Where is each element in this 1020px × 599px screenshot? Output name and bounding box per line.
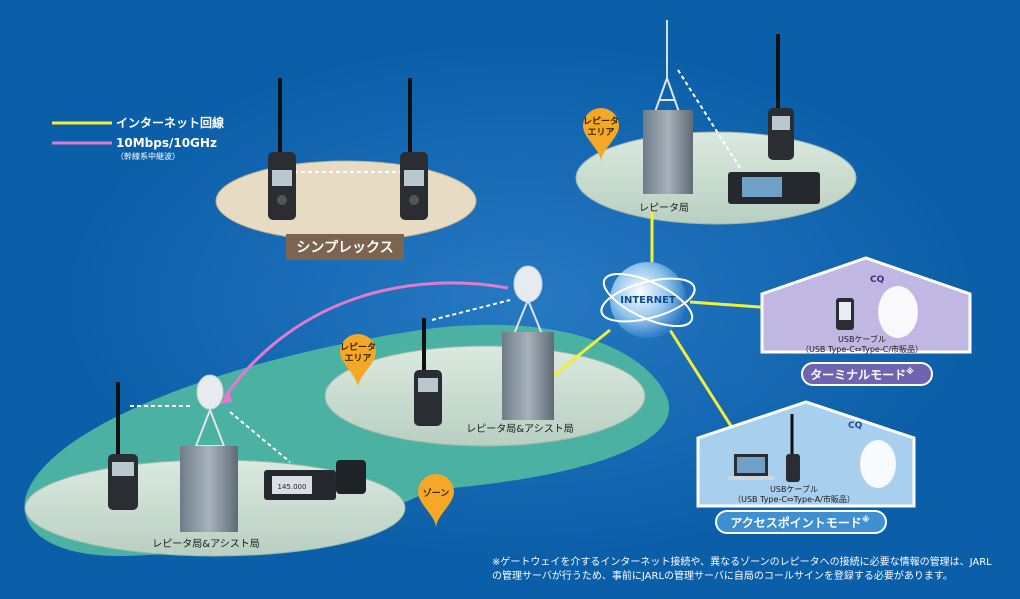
internet-globe: INTERNET (600, 262, 696, 338)
repeater-mid-area-pin-line2: エリア (344, 353, 371, 364)
terminal-mode-house: CQ USBケーブル （USB Type-C⇔Type-C/市販品） (760, 256, 972, 354)
repeater-mid-area-pin-line1: レピータ (340, 341, 376, 353)
repeater-top-mobile-rig (728, 172, 820, 204)
internet-globe-label: INTERNET (620, 295, 676, 306)
simplex-radio-left (268, 78, 296, 220)
footnote-line1: ※ゲートウェイを介するインターネット接続や、異なるゾーンのレピータへの接続に必要… (492, 557, 992, 568)
terminal-mode-title: ターミナルモード※ (810, 366, 914, 382)
access-point-badge (715, 510, 887, 534)
repeater-top-area-pin (583, 108, 619, 162)
repeater-mid-label: レピータ局&アシスト局 (466, 423, 573, 435)
terminal-cable: USBケーブル (838, 334, 886, 344)
footnote: ※ゲートウェイを介するインターネット接続や、異なるゾーンのレピータへの接続に必要… (492, 556, 1012, 584)
radio-display-freq: 145.000 (278, 483, 307, 491)
repeater-left-handheld (108, 382, 138, 510)
simplex-radio-right (400, 78, 428, 220)
access-point-cq: CQ (848, 421, 863, 431)
simplex-label-bg (286, 234, 404, 260)
legend: インターネット回線 10Mbps/10GHz （幹線系中継波） (52, 115, 224, 161)
footnote-line2: の管理サーバが行うため、事前にJARLの管理サーバに自局のコールサインを登録する… (492, 571, 953, 582)
repeater-mid-area-pin (340, 334, 376, 388)
legend-internet-label: インターネット回線 (116, 115, 224, 130)
legend-relay-label: 10Mbps/10GHz (116, 136, 217, 150)
access-point-cable: USBケーブル (770, 484, 818, 494)
repeater-mid-handheld (414, 318, 442, 426)
repeater-left-building (180, 374, 238, 532)
repeater-left-mobile-rig: 145.000 (264, 460, 366, 500)
terminal-cable-detail: （USB Type-C⇔Type-C/市販品） (801, 344, 923, 354)
zone-pin-label: ゾーン (423, 487, 450, 499)
repeater-top-building (643, 20, 693, 194)
access-point-house: CQ USBケーブル （USB Type-C⇔Type-A/市販品） (696, 400, 916, 508)
repeater-mid-plate (324, 345, 646, 447)
relay-arc (222, 281, 509, 399)
simplex-label: シンプレックス (296, 240, 393, 256)
repeater-mid-building (502, 265, 554, 420)
zone-pin (418, 474, 454, 528)
repeater-top-label: レピータ局 (639, 202, 689, 214)
access-point-cable-detail: （USB Type-C⇔Type-A/市販品） (733, 494, 855, 504)
legend-relay-sub: （幹線系中継波） (116, 151, 180, 161)
access-point-title: アクセスポイントモード※ (730, 514, 869, 530)
repeater-top-handheld (768, 34, 794, 160)
terminal-mode-badge (801, 362, 933, 386)
terminal-cq: CQ (870, 275, 885, 285)
relay-arrow-head (220, 392, 232, 404)
repeater-top-area-pin-line2: エリア (587, 127, 614, 138)
repeater-top-area-pin-line1: レピータ (583, 115, 619, 127)
repeater-left-label: レピータ局&アシスト局 (152, 538, 259, 550)
